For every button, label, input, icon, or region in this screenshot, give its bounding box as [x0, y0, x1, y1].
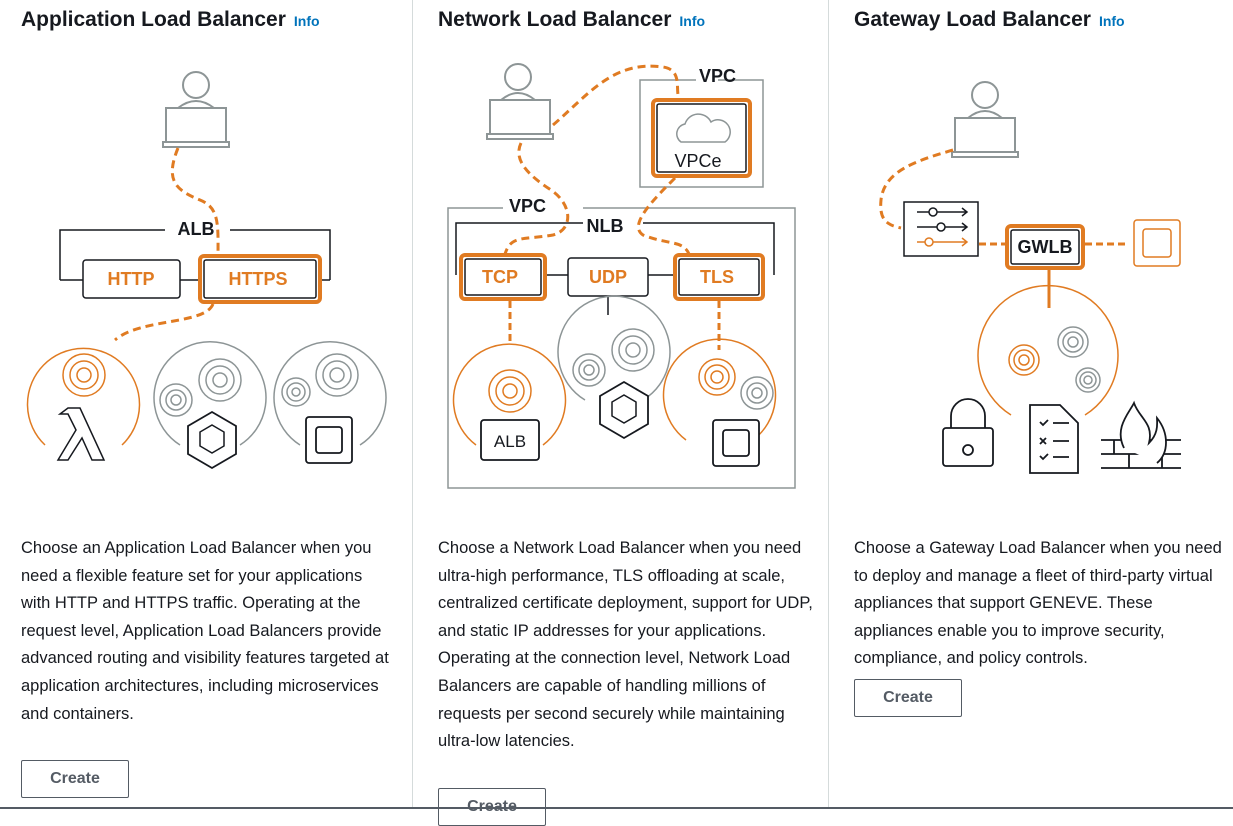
- gwlb-diagram: GWLB: [879, 81, 1181, 474]
- alb-create-button[interactable]: Create: [21, 760, 129, 798]
- container-target-group-icon: [153, 341, 267, 470]
- alb-info-link[interactable]: Info: [293, 13, 320, 29]
- bottom-border: [0, 807, 1233, 809]
- user-laptop-icon: [162, 71, 230, 148]
- gwlb-title: Gateway Load Balancer Info: [854, 8, 1125, 32]
- tls-listener-label: TLS: [700, 267, 734, 287]
- gwlb-card: Gateway Load Balancer Info GWLB: [829, 0, 1233, 809]
- nlb-group-label: NLB: [587, 216, 624, 236]
- gwlb-description: Choose a Gateway Load Balancer when you …: [854, 539, 1222, 668]
- gwlb-group-label: GWLB: [1018, 237, 1073, 257]
- appliance-target-group-icon: [977, 284, 1119, 416]
- tcp-listener-label: TCP: [482, 267, 518, 287]
- lock-icon: [942, 398, 994, 467]
- nlb-card: Network Load Balancer Info VPC VPCe VPC N…: [413, 0, 829, 826]
- alb-diagram: ALB HTTP HTTPS: [26, 71, 387, 470]
- alb-card: Application Load Balancer Info ALB HTTP H…: [0, 0, 413, 809]
- nlb-diagram: VPC VPCe VPC NLB TCP UDP TLS ALB: [447, 63, 796, 489]
- user-laptop-icon: [951, 81, 1019, 158]
- nlb-title-text: Network Load Balancer: [438, 8, 672, 31]
- alb-title: Application Load Balancer Info: [21, 8, 320, 32]
- nlb-description: Choose a Network Load Balancer when you …: [438, 539, 813, 751]
- https-listener-label: HTTPS: [228, 269, 287, 289]
- udp-listener-label: UDP: [589, 267, 627, 287]
- nlb-info-link[interactable]: Info: [679, 13, 706, 29]
- inner-vpc-label: VPC: [509, 196, 546, 216]
- endpoint-vpc-label: VPC: [699, 66, 736, 86]
- vpce-label: VPCe: [674, 151, 721, 171]
- nlb-title: Network Load Balancer Info: [438, 8, 705, 32]
- routing-rules-icon: [903, 201, 979, 257]
- gwlb-info-link[interactable]: Info: [1098, 13, 1125, 29]
- http-listener-label: HTTP: [108, 269, 155, 289]
- alb-target-label: ALB: [494, 432, 526, 451]
- alb-title-text: Application Load Balancer: [21, 8, 286, 31]
- alb-target-group-icon: ALB: [452, 343, 567, 461]
- lambda-target-group-icon: [26, 347, 141, 461]
- firewall-icon: [1101, 400, 1181, 469]
- container-target-group-icon: [557, 295, 671, 440]
- appliance-instance-icon: [1133, 219, 1181, 267]
- user-laptop-icon: [486, 63, 554, 140]
- compliance-checklist-icon: [1029, 404, 1079, 474]
- cloud-link-icon: [676, 113, 731, 143]
- gwlb-create-button[interactable]: Create: [854, 679, 962, 717]
- instance-target-group-icon: [662, 338, 777, 467]
- alb-description: Choose an Application Load Balancer when…: [21, 539, 389, 723]
- instance-target-group-icon: [273, 341, 387, 464]
- gwlb-title-text: Gateway Load Balancer: [854, 8, 1091, 31]
- alb-group-label: ALB: [178, 219, 215, 239]
